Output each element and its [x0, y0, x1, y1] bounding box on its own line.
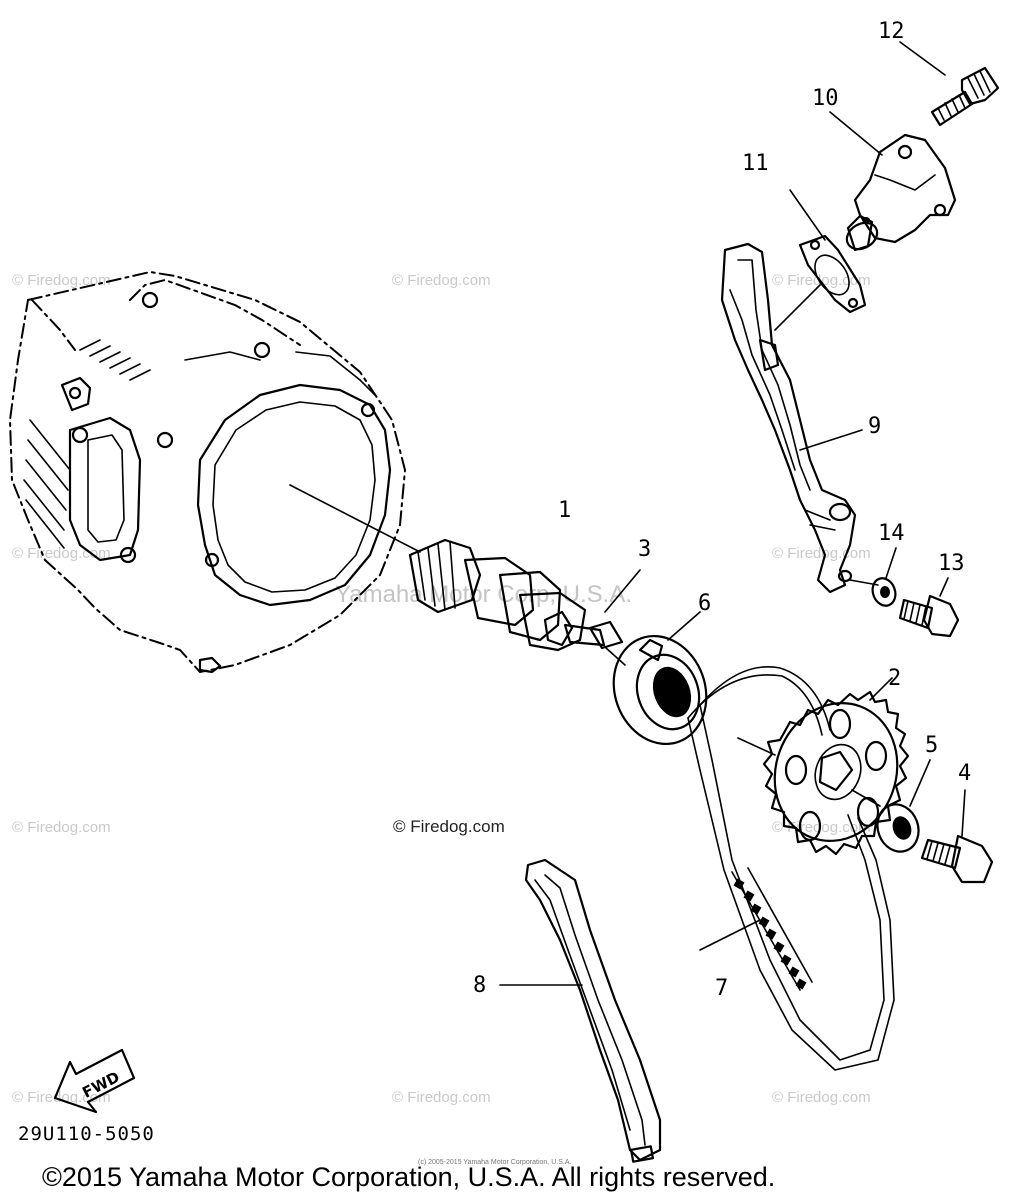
gasket	[774, 189, 867, 331]
fine-print: (c) 2005-2015 Yamaha Motor Corporation, …	[418, 1159, 571, 1166]
watermark-text: © Firedog.com	[12, 272, 111, 289]
callout-12: 12	[878, 19, 905, 44]
watermark-text: © Firedog.com	[12, 545, 111, 562]
callout-4: 4	[958, 761, 971, 786]
callout-8: 8	[473, 973, 486, 998]
cam-spacer-6	[605, 611, 708, 746]
callout-1: 1	[558, 498, 571, 523]
camshaft	[408, 538, 606, 652]
watermark-text: © Firedog.com	[12, 1089, 111, 1106]
copyright-notice: ©2015 Yamaha Motor Corporation, U.S.A. A…	[42, 1162, 775, 1192]
watermark-text: © Firedog.com	[392, 272, 491, 289]
tensioner-guide	[720, 242, 879, 594]
callout-9: 9	[868, 414, 881, 439]
bolt-13	[898, 577, 960, 638]
washer-5	[876, 759, 931, 853]
callout-labels: 1 2 3 4 5 6 7 8 9 10 11 12 13 14	[473, 19, 971, 1001]
watermark-text: © Firedog.com	[772, 1089, 871, 1106]
cam-chain-tensioner	[829, 111, 957, 252]
callout-13: 13	[938, 551, 965, 576]
part-reference-code: 29U110-5050	[18, 1123, 155, 1145]
watermark-text: © Firedog.com	[12, 819, 111, 836]
assembly-line	[289, 484, 421, 553]
callout-6: 6	[698, 591, 711, 616]
callout-3: 3	[638, 537, 651, 562]
washer-14	[871, 547, 897, 607]
cylinder-head	[8, 270, 407, 674]
callout-11: 11	[742, 151, 769, 176]
callout-2: 2	[888, 666, 901, 691]
callout-10: 10	[812, 86, 839, 111]
watermark-text: © Firedog.com	[392, 1089, 491, 1106]
bolt-4	[920, 789, 994, 884]
chain-links	[731, 867, 813, 991]
dark-watermark: © Firedog.com	[393, 817, 505, 836]
bolt-12	[899, 41, 1000, 127]
cam-chain	[687, 666, 895, 1071]
chain-guide	[499, 858, 662, 1163]
callout-5: 5	[925, 733, 938, 758]
center-watermark: Yamaha Motor Corp, U.S.A.	[335, 581, 632, 608]
dowel-pin	[588, 569, 641, 650]
watermark-layer: © Firedog.com © Firedog.com © Firedog.co…	[12, 272, 871, 1106]
callout-7: 7	[715, 976, 728, 1001]
callout-14: 14	[878, 521, 905, 546]
